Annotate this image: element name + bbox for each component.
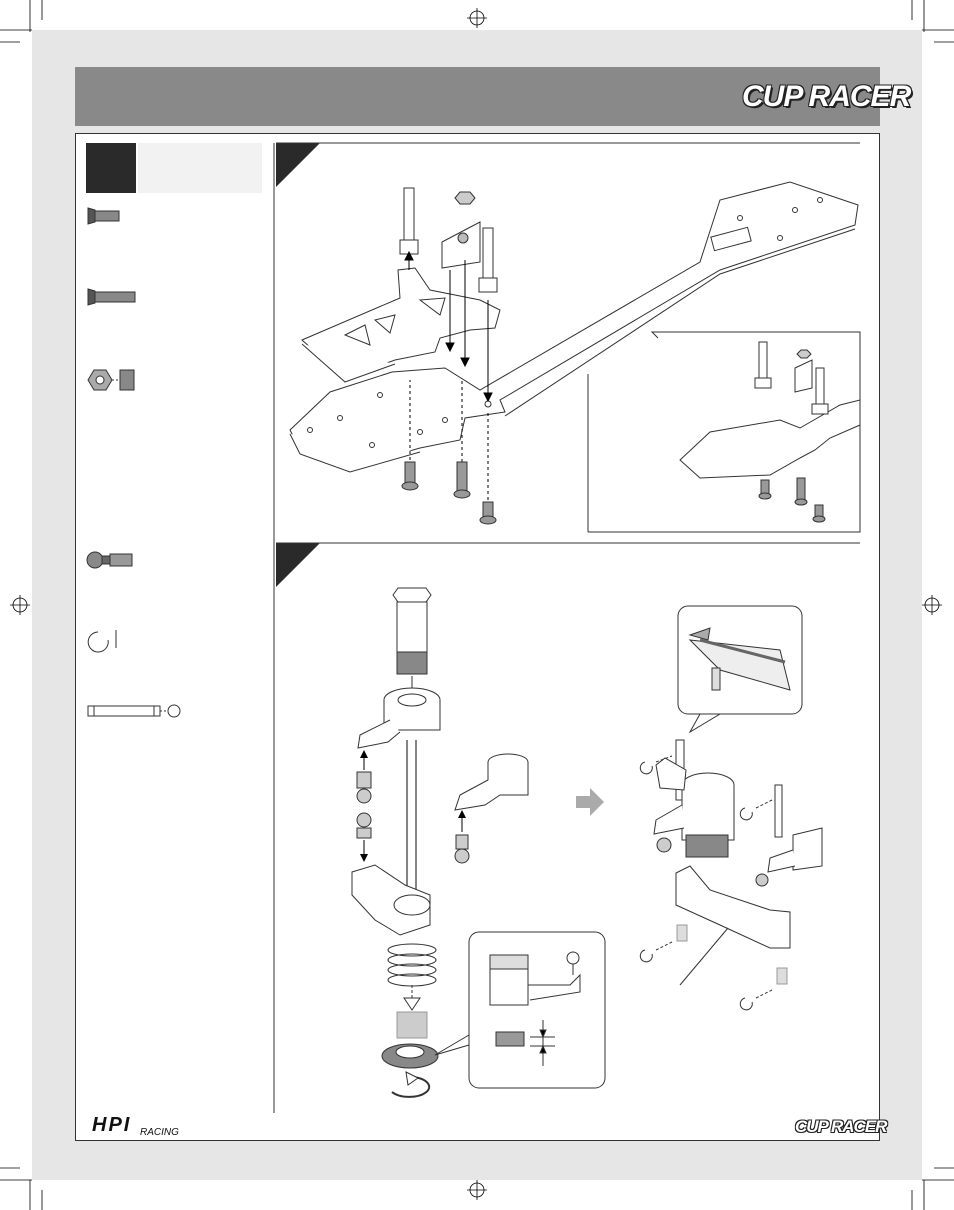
steering-crank-upper: [357, 687, 441, 749]
thread-section: [396, 1011, 428, 1039]
countersunk-screw-icon: [87, 288, 136, 306]
header-bar: [75, 67, 880, 126]
bracket: [441, 221, 481, 269]
adjuster-nut: [381, 1043, 439, 1069]
steering-crank-lower: [351, 864, 431, 936]
step-parts-label: [138, 143, 262, 193]
steering-crank-middle: [454, 753, 529, 811]
cup-racer-logo-footer: CUP RACER: [795, 1117, 887, 1136]
steering-post: [392, 587, 432, 690]
upper-deck: [301, 267, 501, 383]
registration-mark-icon: [10, 8, 942, 1200]
chassis-plate: [289, 181, 859, 473]
rotate-arrow-icon: [391, 1071, 431, 1098]
assembled-steering: [653, 739, 823, 949]
e-clip-icon: [639, 755, 773, 1011]
posts: [399, 187, 498, 293]
gap-detail-inset: [434, 931, 606, 1089]
countersunk-screw-icon: [401, 461, 497, 525]
step-2-tab: [276, 543, 320, 587]
step-1-inset: [587, 331, 861, 533]
cup-racer-logo: CUP RACER: [742, 80, 911, 113]
ball-stud-icon: [454, 810, 470, 864]
step-1-tab: [276, 143, 320, 187]
ball-stud-icon: [86, 551, 133, 569]
chassis-holes: [307, 197, 823, 448]
detail-callout: [677, 605, 803, 734]
e-clip-icon: [87, 630, 117, 653]
step-number-box: [86, 143, 136, 193]
next-step-arrow-icon: [576, 788, 604, 816]
step-1-arrows: [404, 250, 493, 500]
lower-pins: [676, 924, 788, 985]
countersunk-screw-icon: [87, 207, 120, 225]
pin-shaft-icon: [87, 704, 181, 718]
hex-nut-icon: [87, 369, 135, 391]
hpi-racing-tag: RACING: [140, 1127, 179, 1138]
spring: [387, 943, 437, 1011]
leader-line: [679, 927, 729, 986]
ball-stud-icon: [356, 750, 372, 862]
hpi-logo: HPI: [92, 1114, 132, 1136]
